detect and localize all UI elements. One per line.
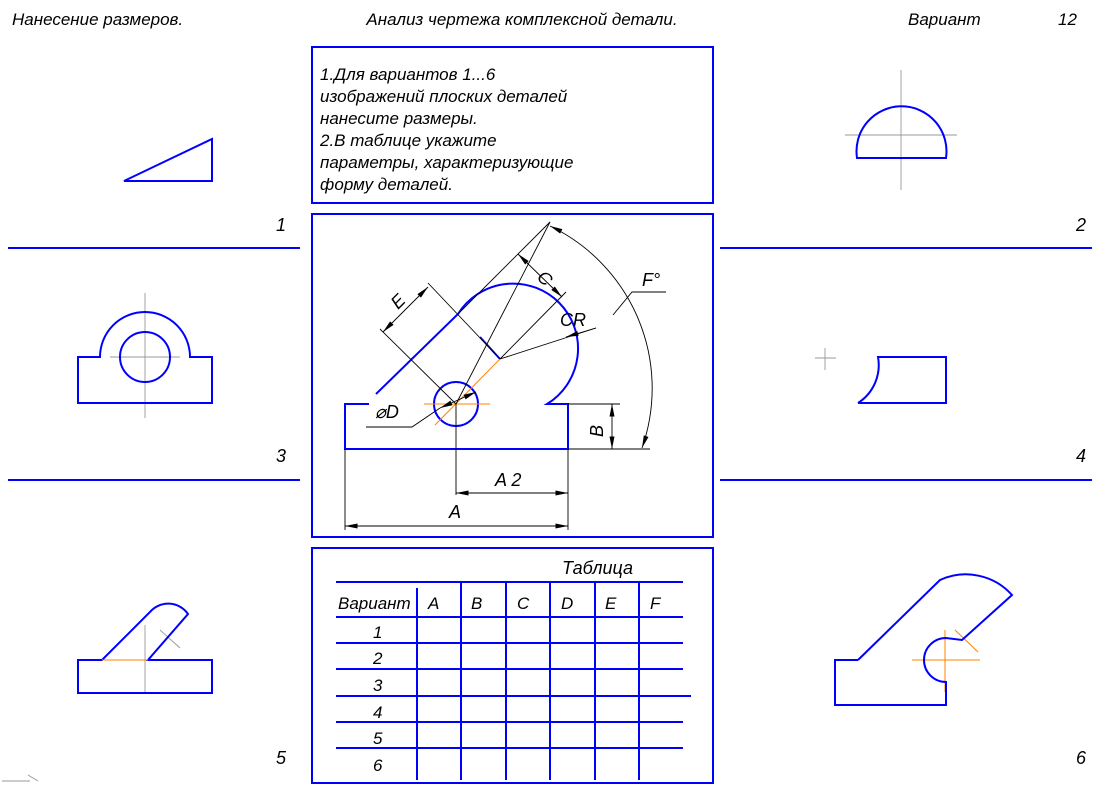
table-row-4: 4	[373, 703, 382, 722]
table-header-e: E	[605, 594, 617, 613]
variant-number: 12	[1058, 10, 1077, 29]
table-header-f: F	[650, 594, 662, 613]
dim-label-a2: A 2	[494, 470, 521, 490]
figure-number-1: 1	[276, 215, 286, 235]
figure-5-part	[77, 602, 213, 694]
figure-number-2: 2	[1075, 215, 1086, 235]
table-row-6: 6	[373, 756, 383, 775]
figure-1-triangle	[123, 137, 213, 182]
figure-number-4: 4	[1076, 446, 1086, 466]
svg-text:параметры, характеризующие: параметры, характеризующие	[320, 153, 573, 172]
figure-number-3: 3	[276, 446, 286, 466]
table-header-c: C	[517, 594, 530, 613]
svg-text:изображений плоских деталей: изображений плоских деталей	[320, 87, 568, 106]
svg-text:нанесите размеры.: нанесите размеры.	[320, 109, 478, 128]
dim-label-e: E	[387, 289, 410, 312]
table-header-b: B	[471, 594, 482, 613]
table-title: Таблица	[562, 558, 633, 578]
figure-number-5: 5	[276, 748, 287, 768]
table-row-1: 1	[373, 623, 382, 642]
table-row-3: 3	[373, 676, 383, 695]
table-box	[311, 547, 714, 784]
origin-axis-icon	[2, 774, 39, 782]
parameters-table: Таблица Вариант A B C D E F 1 2 3 4 5 6	[336, 558, 691, 780]
figure-3-bracket	[77, 293, 213, 418]
table-row-5: 5	[373, 729, 383, 748]
variant-label: Вариант	[908, 10, 981, 29]
instructions-text: 1.Для вариантов 1...6 изображений плоски…	[319, 65, 573, 194]
table-header-d: D	[561, 594, 573, 613]
svg-text:2.В таблице укажите: 2.В таблице укажите	[319, 131, 497, 150]
sheet-title-left: Нанесение размеров.	[12, 10, 183, 29]
dim-label-b: B	[587, 425, 607, 437]
figure-2-segment	[845, 70, 957, 190]
main-part-drawing: A A 2 B C CR ⌀D E F°	[344, 221, 666, 530]
svg-text:форму деталей.: форму деталей.	[320, 175, 453, 194]
svg-text:1.Для вариантов 1...6: 1.Для вариантов 1...6	[320, 65, 496, 84]
dim-label-a: A	[448, 502, 461, 522]
figure-6-part	[834, 573, 1014, 706]
figure-number-6: 6	[1076, 748, 1087, 768]
figure-4-plate	[815, 348, 947, 404]
instructions-box	[311, 46, 714, 204]
separators	[8, 247, 1092, 481]
dim-label-f: F°	[642, 270, 660, 290]
dim-label-cr: CR	[560, 310, 586, 330]
table-header-a: A	[427, 594, 439, 613]
dim-label-d: ⌀D	[375, 402, 399, 422]
main-drawing-box	[311, 213, 714, 538]
table-header-variant: Вариант	[338, 594, 411, 613]
table-row-2: 2	[372, 649, 383, 668]
sheet-title-center: Анализ чертежа комплексной детали.	[365, 10, 677, 29]
